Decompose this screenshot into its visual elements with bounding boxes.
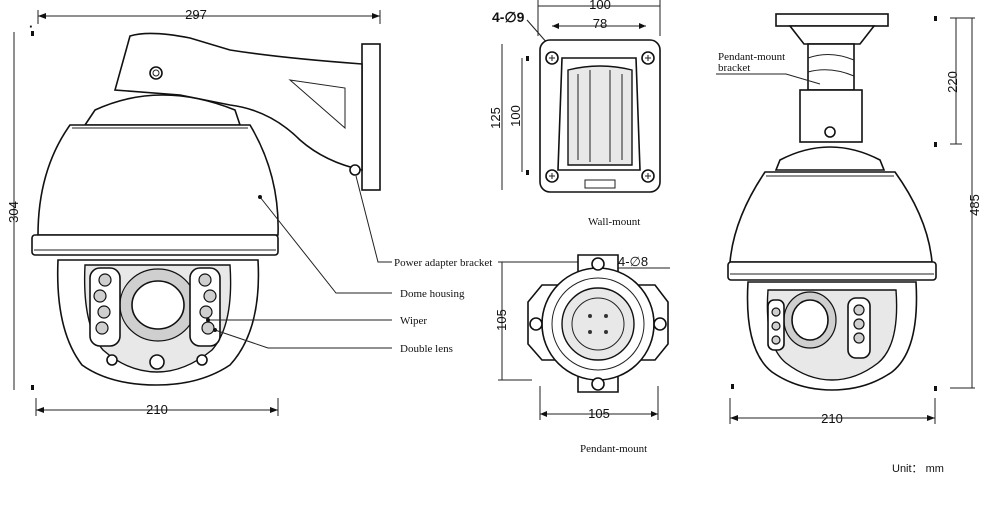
side-view: 297 304 ⠁ 210 xyxy=(6,7,492,417)
dim-side-height: 304 xyxy=(6,201,21,223)
label-pendant-bracket-line2: bracket xyxy=(718,62,750,74)
dim-side-width: 297 xyxy=(185,7,207,22)
dim-pendant-height: 105 xyxy=(494,309,509,331)
dim-wall-holes: 4-∅9 xyxy=(492,9,525,25)
pendant-camera-view: Pendant-mount bracket 220 485 xyxy=(716,13,982,426)
dim-right-base-width: 210 xyxy=(821,411,843,426)
label-wall-mount: Wall-mount xyxy=(588,216,640,228)
dim-wall-outer-height: 125 xyxy=(488,107,503,129)
dim-right-total-height: 485 xyxy=(967,194,982,216)
label-double-lens: Double lens xyxy=(400,343,453,355)
dim-pendant-holes: 4-∅8 xyxy=(618,254,648,269)
label-power-adapter-bracket: Power adapter bracket xyxy=(394,257,492,269)
dim-pendant-width: 105 xyxy=(588,406,610,421)
dim-wall-inner-width: 78 xyxy=(593,16,607,31)
label-pendant-mount: Pendant-mount xyxy=(580,443,647,455)
pendant-mount-view: 4-∅8 105 105 Pendant-mount xyxy=(494,254,670,455)
dim-side-base-width: 210 xyxy=(146,402,168,417)
dim-wall-inner-height: 100 xyxy=(508,105,523,127)
label-dome-housing: Dome housing xyxy=(400,288,465,300)
unit-label: Unit： mm xyxy=(892,463,944,475)
label-pendant-bracket-line1: Pendant-mount xyxy=(718,51,785,63)
dim-right-bracket-height: 220 xyxy=(945,71,960,93)
wall-mount-view: 100 78 4-∅9 125 100 Wall-mount xyxy=(488,0,661,228)
dim-wall-outer-width: 100 xyxy=(589,0,611,12)
label-wiper: Wiper xyxy=(400,315,427,327)
